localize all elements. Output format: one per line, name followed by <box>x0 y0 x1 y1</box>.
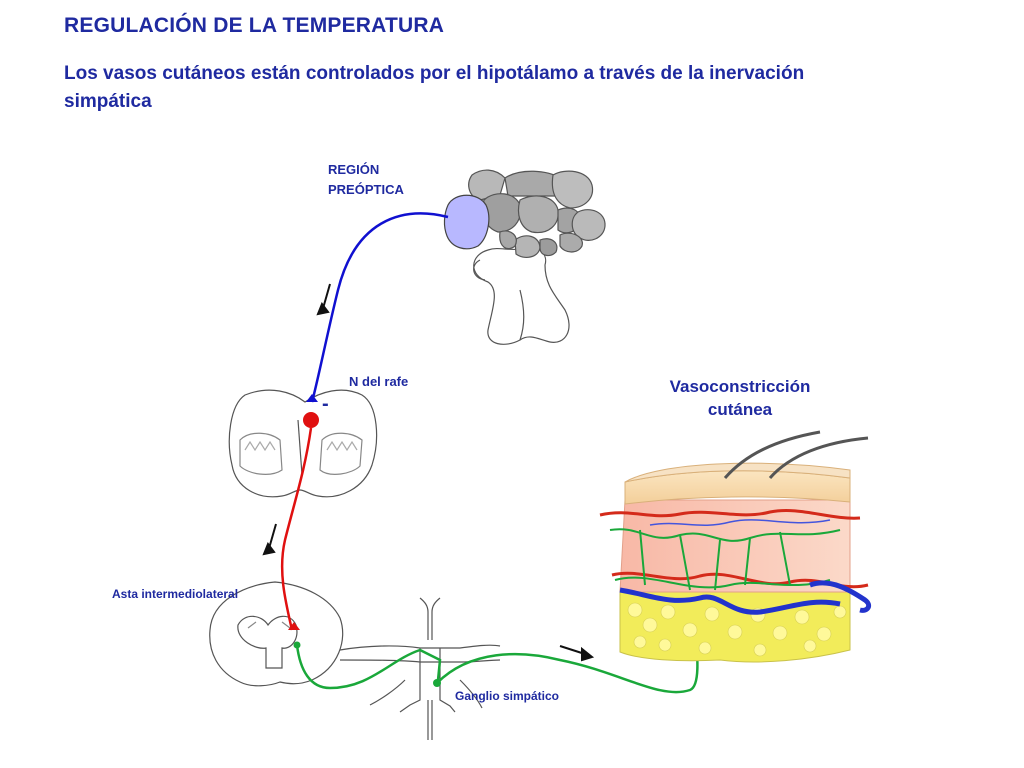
direction-arrows <box>262 283 595 662</box>
postganglionic-pathway <box>436 619 699 694</box>
arrow-2 <box>262 523 277 556</box>
preoptic-label-line1: REGIÓN <box>328 162 380 177</box>
raphe-blue-terminal <box>306 394 318 402</box>
intermediolateral-red-terminal <box>288 622 300 630</box>
preoptic-label-line2: PREÓPTICA <box>328 182 404 197</box>
preganglionic-pathway <box>295 644 442 690</box>
skin-cross-section <box>599 430 872 663</box>
raphe-inhibition-sign: - <box>322 393 329 415</box>
preoptic-to-raphe-pathway <box>310 212 449 403</box>
intermediolateral-label: Asta intermediolateral <box>112 587 239 601</box>
raphe-label: N del rafe <box>349 374 409 389</box>
arrow-1 <box>316 283 331 316</box>
ganglion-label: Ganglio simpático <box>455 689 560 703</box>
page-title: REGULACIÓN DE LA TEMPERATURA <box>64 14 445 37</box>
effect-label-line2: cutánea <box>707 400 773 419</box>
effect-label: Vasoconstricción cutánea <box>640 375 840 421</box>
spinal-cord-section <box>209 581 344 687</box>
arrow-3 <box>559 645 595 662</box>
brainstem-section <box>228 389 378 498</box>
raphe-to-intermediolateral-pathway <box>280 427 313 631</box>
preoptic-region <box>443 194 490 250</box>
effect-label-line1: Vasoconstricción <box>669 377 811 396</box>
page-subtitle: Los vasos cutáneos están controlados por… <box>64 63 805 112</box>
raphe-red-neuron <box>303 412 319 428</box>
sympathetic-chain <box>339 597 501 740</box>
hypothalamus-illustration <box>443 169 606 345</box>
preoptic-region-label: REGIÓN PREÓPTICA <box>328 160 404 200</box>
